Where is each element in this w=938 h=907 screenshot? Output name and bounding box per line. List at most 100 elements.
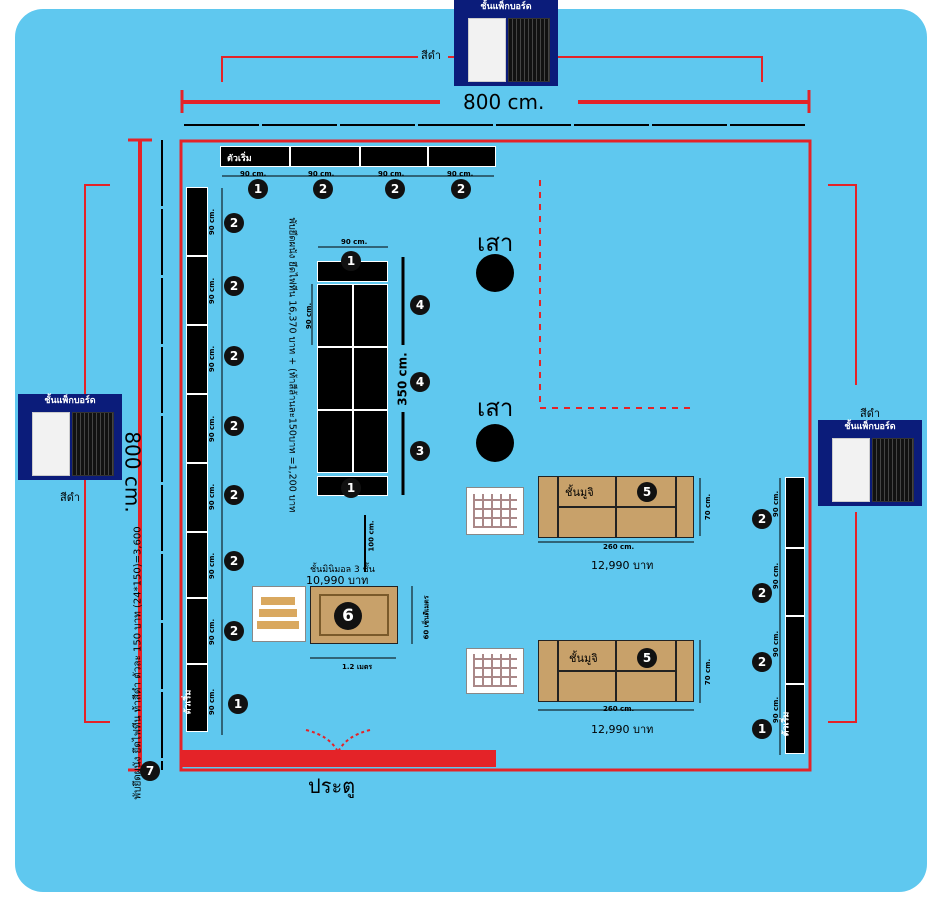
cubby-1-left-arm	[538, 476, 558, 538]
top-dim-1: 90 cm.	[240, 170, 267, 178]
left-shelf-4	[186, 394, 208, 463]
left-shelf-8: ตัวเริ่ม	[183, 664, 208, 732]
left-shelf-2	[186, 256, 208, 325]
cubby-2-depth: 70 cm.	[704, 658, 713, 686]
left-shelf-5	[186, 463, 208, 532]
right-color-label: สีดำ	[860, 407, 881, 420]
marker-left-7: 2	[224, 621, 244, 641]
marker-top-3: 2	[385, 179, 405, 199]
marker-left-5: 2	[224, 485, 244, 505]
left-dim-5: 90 cm.	[208, 483, 217, 511]
bin-depth-dim: 60 เซ็นติเมตร	[422, 595, 431, 640]
left-dim-3: 90 cm.	[208, 345, 217, 373]
marker-item-6: 6	[334, 602, 362, 630]
marker-top-1: 1	[248, 179, 268, 199]
cubby-2-seat-left	[558, 671, 616, 702]
top-width-label: 800 cm.	[463, 90, 545, 114]
promo-title-top: ชั้นแพ็กบอร์ด	[480, 2, 532, 12]
cubby-1-width: 260 cm.	[603, 543, 635, 551]
right-dim-2: 90 cm.	[772, 562, 781, 590]
top-dim-4: 90 cm.	[447, 170, 474, 178]
cubby-1-depth: 70 cm.	[704, 493, 713, 521]
black-rack-icon	[72, 412, 114, 476]
promo-title-right: ชั้นแพ็กบอร์ด	[844, 422, 896, 432]
promo-left: ชั้นแพ็กบอร์ด	[18, 394, 122, 480]
marker-right-col-4: 1	[752, 719, 772, 739]
cubby-1-label: ชั้นมูจิ	[565, 486, 594, 499]
cubby-2-label: ชั้นมูจิ	[569, 652, 598, 665]
pillar-label-2: เสา	[477, 394, 514, 422]
marker-top-2: 2	[313, 179, 333, 199]
top-color-label: สีดำ	[421, 49, 442, 62]
cubby-thumbnail-2	[466, 648, 524, 694]
center-cell-6	[353, 410, 388, 473]
promo-top: ชั้นแพ็กบอร์ด	[454, 0, 558, 86]
marker-top-4: 2	[451, 179, 471, 199]
center-cell-2	[353, 284, 388, 347]
left-shelf-6	[186, 532, 208, 598]
center-350-dim: 350 cm.	[395, 352, 410, 406]
top-shelf-1: ตัวเริ่ม	[220, 146, 290, 167]
white-rack-icon	[32, 412, 70, 476]
marker-left-8: 1	[228, 694, 248, 714]
marker-left-4: 2	[224, 416, 244, 436]
bin-price: 10,990 บาท	[306, 574, 369, 587]
marker-center-bottom: 1	[341, 478, 361, 498]
left-dim-6: 90 cm.	[208, 552, 217, 580]
marker-item-5a: 5	[637, 482, 657, 502]
start-label-right: ตัวเริ่ม	[781, 711, 792, 737]
center-top-dim: 90 cm.	[341, 238, 368, 246]
left-shelf-3	[186, 325, 208, 394]
cubby-1-back-left: ชั้นมูจิ	[558, 476, 616, 507]
right-shelf-4: ตัวเริ่ม	[781, 684, 805, 754]
left-color-label: สีดำ	[60, 491, 81, 504]
cubby-1-seat-left	[558, 507, 616, 538]
cubby-2-seat-right	[616, 671, 676, 702]
bin-thumbnail	[252, 586, 306, 642]
dashed-partition	[539, 180, 696, 409]
right-bracket	[828, 184, 857, 723]
white-rack-icon	[832, 438, 870, 502]
marker-left-2: 2	[224, 276, 244, 296]
door-swing	[305, 729, 371, 753]
start-label-left: ตัวเริ่ม	[183, 689, 194, 715]
marker-left-3: 2	[224, 346, 244, 366]
start-label-top: ตัวเริ่ม	[227, 154, 252, 164]
left-shelf-7	[186, 598, 208, 664]
marker-right-col-1: 2	[752, 509, 772, 529]
left-dim-1: 90 cm.	[208, 208, 217, 236]
cubby-2-price: 12,990 บาท	[591, 723, 654, 736]
center-100-dim: 100 cm.	[367, 520, 376, 552]
top-shelf-2	[290, 146, 360, 167]
marker-right-4a: 4	[410, 295, 430, 315]
promo-title-left: ชั้นแพ็กบอร์ด	[44, 396, 96, 406]
marker-right-col-2: 2	[752, 583, 772, 603]
right-dim-1: 90 cm.	[772, 490, 781, 518]
cubby-2-width: 260 cm.	[603, 705, 635, 713]
left-shelf-1	[186, 187, 208, 256]
cubby-2-back-left: ชั้นมูจิ	[558, 640, 616, 671]
marker-left-1: 2	[224, 213, 244, 233]
cubby-thumbnail-1	[466, 487, 524, 535]
promo-right: ชั้นแพ็กบอร์ด	[818, 420, 922, 506]
top-shelf-4	[428, 146, 496, 167]
bin-width-dim: 1.2 เมตร	[342, 663, 373, 671]
right-shelf-2	[785, 548, 805, 616]
marker-right-col-3: 2	[752, 652, 772, 672]
right-dim-4: 90 cm.	[772, 696, 781, 724]
black-rack-icon	[872, 438, 914, 502]
center-cell-1	[317, 284, 353, 347]
cubby-2-left-arm	[538, 640, 558, 702]
cubby-1-price: 12,990 บาท	[591, 559, 654, 572]
left-wall-note: พับยึดผนัง ยึดไฟทีน ท้าสีดำ ตัวละ 150 บา…	[132, 526, 144, 800]
cubby-2-right-arm	[676, 640, 694, 702]
right-dim-3: 90 cm.	[772, 630, 781, 658]
right-shelf-1	[785, 477, 805, 548]
center-price-note: พับยึดผนัง ยึดไฟทีน 16,370 บาท + (ท้าสีล…	[286, 217, 298, 513]
top-shelf-3	[360, 146, 428, 167]
marker-center-top: 1	[341, 251, 361, 271]
bin-label: ชั้นมินิมอล 3 ชั้น	[310, 565, 375, 575]
marker-item-7: 7	[140, 761, 160, 781]
left-dim-2: 90 cm.	[208, 277, 217, 305]
room-wall	[179, 139, 812, 772]
